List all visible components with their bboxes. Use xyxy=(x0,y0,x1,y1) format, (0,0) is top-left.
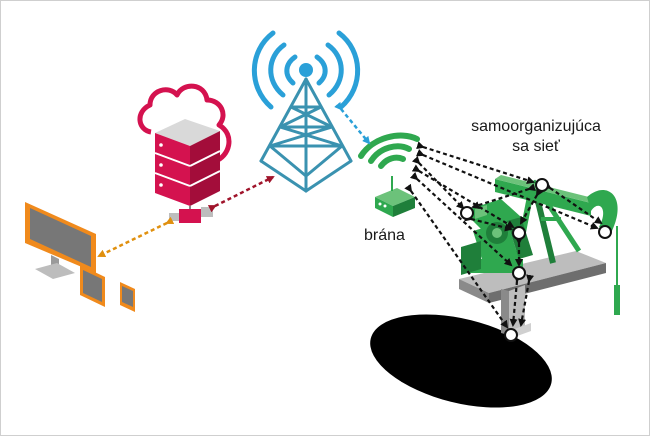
sensor-node-icon xyxy=(460,178,612,342)
radio-tower-icon xyxy=(259,63,353,193)
gateway-router-icon xyxy=(375,176,415,217)
monitor-icon xyxy=(25,202,96,279)
link-server-devices xyxy=(97,216,175,258)
wifi-signal-icon xyxy=(358,132,420,169)
cloud-icon xyxy=(137,83,232,164)
link-tower-gateway xyxy=(334,101,371,145)
mesh-network-label-line2: sa sieť xyxy=(512,138,560,155)
gateway-label: brána xyxy=(364,227,405,244)
pumpjack-icon xyxy=(459,175,620,339)
pumpjack-shadow xyxy=(370,314,552,408)
phone-icon xyxy=(120,282,135,312)
tablet-icon xyxy=(80,265,105,307)
mesh-network-label: samoorganizujúca sa sieť xyxy=(441,117,631,157)
mesh-links xyxy=(404,141,603,329)
mesh-network-label-line1: samoorganizujúca xyxy=(471,118,601,135)
link-server-tower xyxy=(207,175,275,213)
tower-wifi-signal-icon xyxy=(251,30,361,110)
server-icon xyxy=(154,119,221,223)
